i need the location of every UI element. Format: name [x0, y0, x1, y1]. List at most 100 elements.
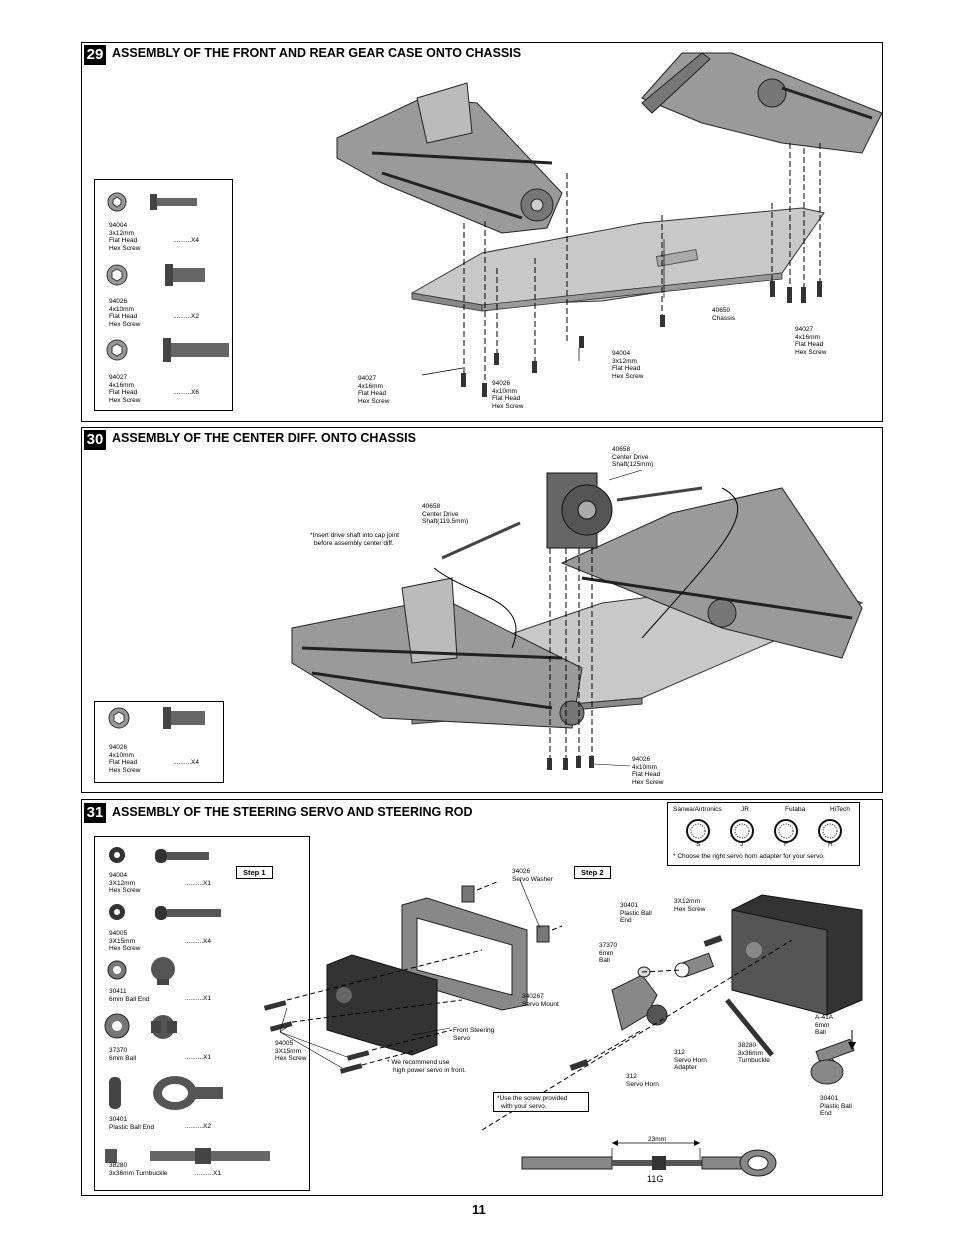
- step-title: ASSEMBLY OF THE CENTER DIFF. ONTO CHASSI…: [112, 431, 416, 445]
- callout-name: Servo Horn: [674, 1056, 707, 1064]
- letter-h: H: [828, 841, 833, 848]
- note-line: * We recommend use: [387, 1059, 450, 1066]
- callout-size: 4x10mm: [632, 763, 657, 771]
- part-qty: ..........X1: [185, 1054, 212, 1061]
- callout-type: Hex Screw: [674, 905, 706, 913]
- use-screw-note: *Use the screw provided with your servo.: [493, 1092, 589, 1112]
- part-qty: ..........X1: [185, 995, 212, 1002]
- callout-code: 37370: [599, 942, 618, 949]
- part-94026-text: 94026 4x10mm Flat Head Hex Screw: [109, 298, 140, 328]
- note-line: before assembly center diff.: [314, 539, 394, 547]
- callout-name: Servo Washer: [512, 875, 553, 883]
- center-diff-illustration: [291, 469, 864, 770]
- part-size: 3x36mm Turnbuckle: [109, 1169, 168, 1177]
- part-type: Hex Screw: [109, 244, 141, 252]
- callout-type: Flat Head: [492, 395, 521, 402]
- part-type: Hex Screw: [109, 887, 141, 894]
- note-line: with your servo.: [501, 1103, 547, 1110]
- callout-name: Shaft(119.5mm): [422, 518, 469, 525]
- note-line: high power servo in front.: [393, 1066, 466, 1074]
- brand-futaba: Futaba: [785, 806, 806, 813]
- servo-mount-callout: 340267 Servo Mount: [522, 993, 559, 1008]
- callout-size: 3x36mm: [738, 1049, 763, 1057]
- step-number: 30: [84, 430, 106, 450]
- note-line: *Use the screw provided: [497, 1095, 568, 1102]
- callout-code: 94005: [275, 1040, 294, 1047]
- callout-name: Ball: [599, 957, 610, 964]
- brand-hitech: HiTech: [830, 806, 850, 813]
- callout-code: 34026: [512, 868, 531, 875]
- callout-code: 312: [626, 1073, 637, 1080]
- part-code: 94026: [109, 298, 128, 305]
- part-size: 4x10mm: [109, 751, 134, 759]
- part-size: Plastic Ball End: [109, 1123, 155, 1131]
- callout-size: 6mm: [599, 949, 614, 957]
- ball-37370-callout: 37370 6mm Ball: [599, 942, 617, 965]
- callout-size: 4x16mm: [358, 382, 383, 390]
- callout-name: Turnbuckle: [738, 1057, 770, 1064]
- callout-name: Plastic Ball: [820, 1102, 852, 1110]
- part-type: Flat Head: [109, 237, 138, 244]
- part-size: 3X15mm: [109, 937, 136, 945]
- part-94005-text: 94005 3X15mm Hex Screw: [109, 930, 140, 953]
- part-qty: ..........X1: [185, 880, 212, 887]
- part-type: Hex Screw: [109, 396, 141, 404]
- callout-name: Adapter: [674, 1064, 697, 1071]
- part-size: 6mm Ball End: [109, 995, 150, 1003]
- part-type: Flat Head: [109, 759, 138, 766]
- step-title: ASSEMBLY OF THE FRONT AND REAR GEAR CASE…: [112, 46, 522, 60]
- part-mark: 11G: [647, 1174, 664, 1184]
- part-code: 38280: [109, 1162, 128, 1169]
- callout-size: 4x16mm: [795, 333, 820, 341]
- callout-code: A-41A: [815, 1014, 834, 1021]
- callout-code: 94026: [632, 756, 651, 763]
- callout-name: End: [820, 1110, 832, 1117]
- parts-illustrations: [106, 192, 229, 362]
- callout-code: 30401: [820, 1095, 839, 1102]
- part-type: Flat Head: [109, 389, 138, 396]
- callout-size: 3x12mm: [612, 357, 637, 365]
- callout-type: Flat Head: [795, 341, 824, 348]
- callout-code: 40658: [422, 503, 441, 510]
- callout-type: Hex Screw: [492, 402, 524, 410]
- screw-94004-callout: 94004 3x12mm Flat Head Hex Screw: [612, 350, 643, 380]
- part-type: Flat Head: [109, 313, 138, 320]
- part-38280-text: 38280 3x36mm Turnbuckle: [109, 1162, 168, 1177]
- servo-horn-callout: 312 Servo Horn: [626, 1073, 659, 1088]
- step-30-panel: 30 ASSEMBLY OF THE CENTER DIFF. ONTO CHA…: [81, 427, 883, 793]
- callout-code: 312: [674, 1049, 685, 1056]
- horn-adapter-callout: 312 Servo Horn Adapter: [674, 1049, 707, 1072]
- parts-box: 94004 3x12mm Flat Head Hex Screw .......…: [94, 179, 233, 411]
- callout-name: End: [620, 917, 632, 924]
- brand-note: * Choose the right servo horn adapter fo…: [673, 853, 825, 860]
- part-size: 3x12mm: [109, 229, 134, 237]
- callout-name: Center Drive: [422, 510, 459, 518]
- shaft-125-callout: 40658 Center Drive Shaft(125mm): [612, 446, 653, 469]
- callout-size: 3X12mm: [674, 898, 701, 905]
- ball-end-callout: 30401 Plastic Ball End: [620, 902, 652, 925]
- callout-name: Chassis: [712, 314, 736, 322]
- part-code: 37370: [109, 1047, 128, 1054]
- chassis-assembly-illustration: [336, 52, 883, 397]
- letter-j: J: [740, 841, 744, 848]
- callout-size: 3X15mm: [275, 1047, 302, 1055]
- part-size: 4x10mm: [109, 305, 134, 313]
- step-number: 29: [84, 45, 106, 65]
- servo-brand-box: Sanwa/Airtronics JR Futaba HiTech S J F …: [667, 802, 860, 866]
- step-31-panel: 31 ASSEMBLY OF THE STEERING SERVO AND ST…: [81, 799, 883, 1196]
- note-line: *Insert drive shaft into cap joint: [310, 532, 399, 539]
- part-94026-text: 94026 4x10mm Flat Head Hex Screw: [109, 744, 140, 774]
- callout-name: Servo Mount: [522, 1000, 559, 1008]
- dimension-label: 23mm: [648, 1136, 667, 1143]
- part-code: 94027: [109, 374, 128, 381]
- letter-s: S: [696, 841, 701, 848]
- letter-f: F: [784, 841, 788, 848]
- recommend-note: * We recommend use high power servo in f…: [387, 1059, 466, 1074]
- callout-code: 40658: [612, 446, 631, 453]
- callout-code: 94027: [795, 326, 814, 333]
- callout-size: 6mm: [815, 1021, 830, 1029]
- callout-name: Ball: [815, 1029, 826, 1036]
- part-code: 30401: [109, 1116, 128, 1123]
- callout-size: 4x10mm: [492, 387, 517, 395]
- part-code: 94005: [109, 930, 128, 937]
